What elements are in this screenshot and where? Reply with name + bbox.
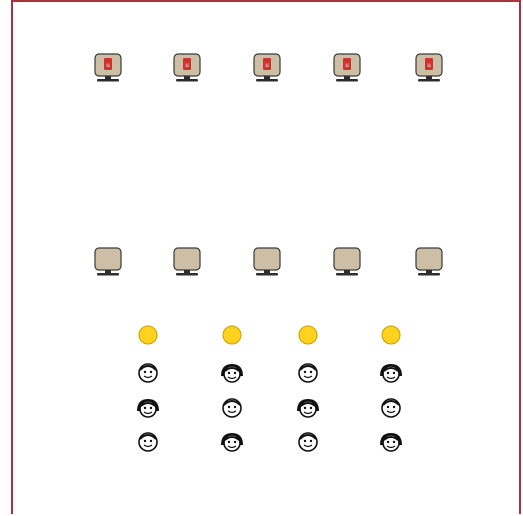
boy-face-icon[interactable] [212,391,252,431]
boy-face-icon[interactable] [371,391,411,431]
player-row-2 [0,391,523,431]
svg-text:u: u [427,63,430,69]
token-row [0,320,523,360]
monitor-with-badge-icon[interactable]: u [247,48,287,88]
svg-text:u: u [265,63,268,69]
svg-text:u: u [345,63,348,69]
top-monitor-row: u u u u u [0,48,523,88]
boy-face-icon[interactable] [288,356,328,396]
monitor-with-badge-icon[interactable]: u [327,48,367,88]
bottom-monitor-row [0,242,523,282]
yellow-token-icon[interactable] [212,320,252,360]
svg-text:u: u [185,63,188,69]
boy-face-icon[interactable] [128,356,168,396]
player-row-1 [0,356,523,396]
girl-face-icon[interactable] [212,425,252,465]
girl-face-icon[interactable] [128,391,168,431]
monitor-icon[interactable] [167,242,207,282]
girl-face-icon[interactable] [212,356,252,396]
yellow-token-icon[interactable] [288,320,328,360]
girl-face-icon[interactable] [371,425,411,465]
monitor-icon[interactable] [88,242,128,282]
monitor-icon[interactable] [327,242,367,282]
monitor-with-badge-icon[interactable]: u [409,48,449,88]
boy-face-icon[interactable] [128,425,168,465]
player-row-3 [0,425,523,465]
girl-face-icon[interactable] [288,391,328,431]
yellow-token-icon[interactable] [128,320,168,360]
monitor-icon[interactable] [409,242,449,282]
girl-face-icon[interactable] [371,356,411,396]
board-frame [11,0,521,514]
monitor-icon[interactable] [247,242,287,282]
yellow-token-icon[interactable] [371,320,411,360]
svg-text:u: u [106,63,109,69]
boy-face-icon[interactable] [288,425,328,465]
monitor-with-badge-icon[interactable]: u [167,48,207,88]
monitor-with-badge-icon[interactable]: u [88,48,128,88]
